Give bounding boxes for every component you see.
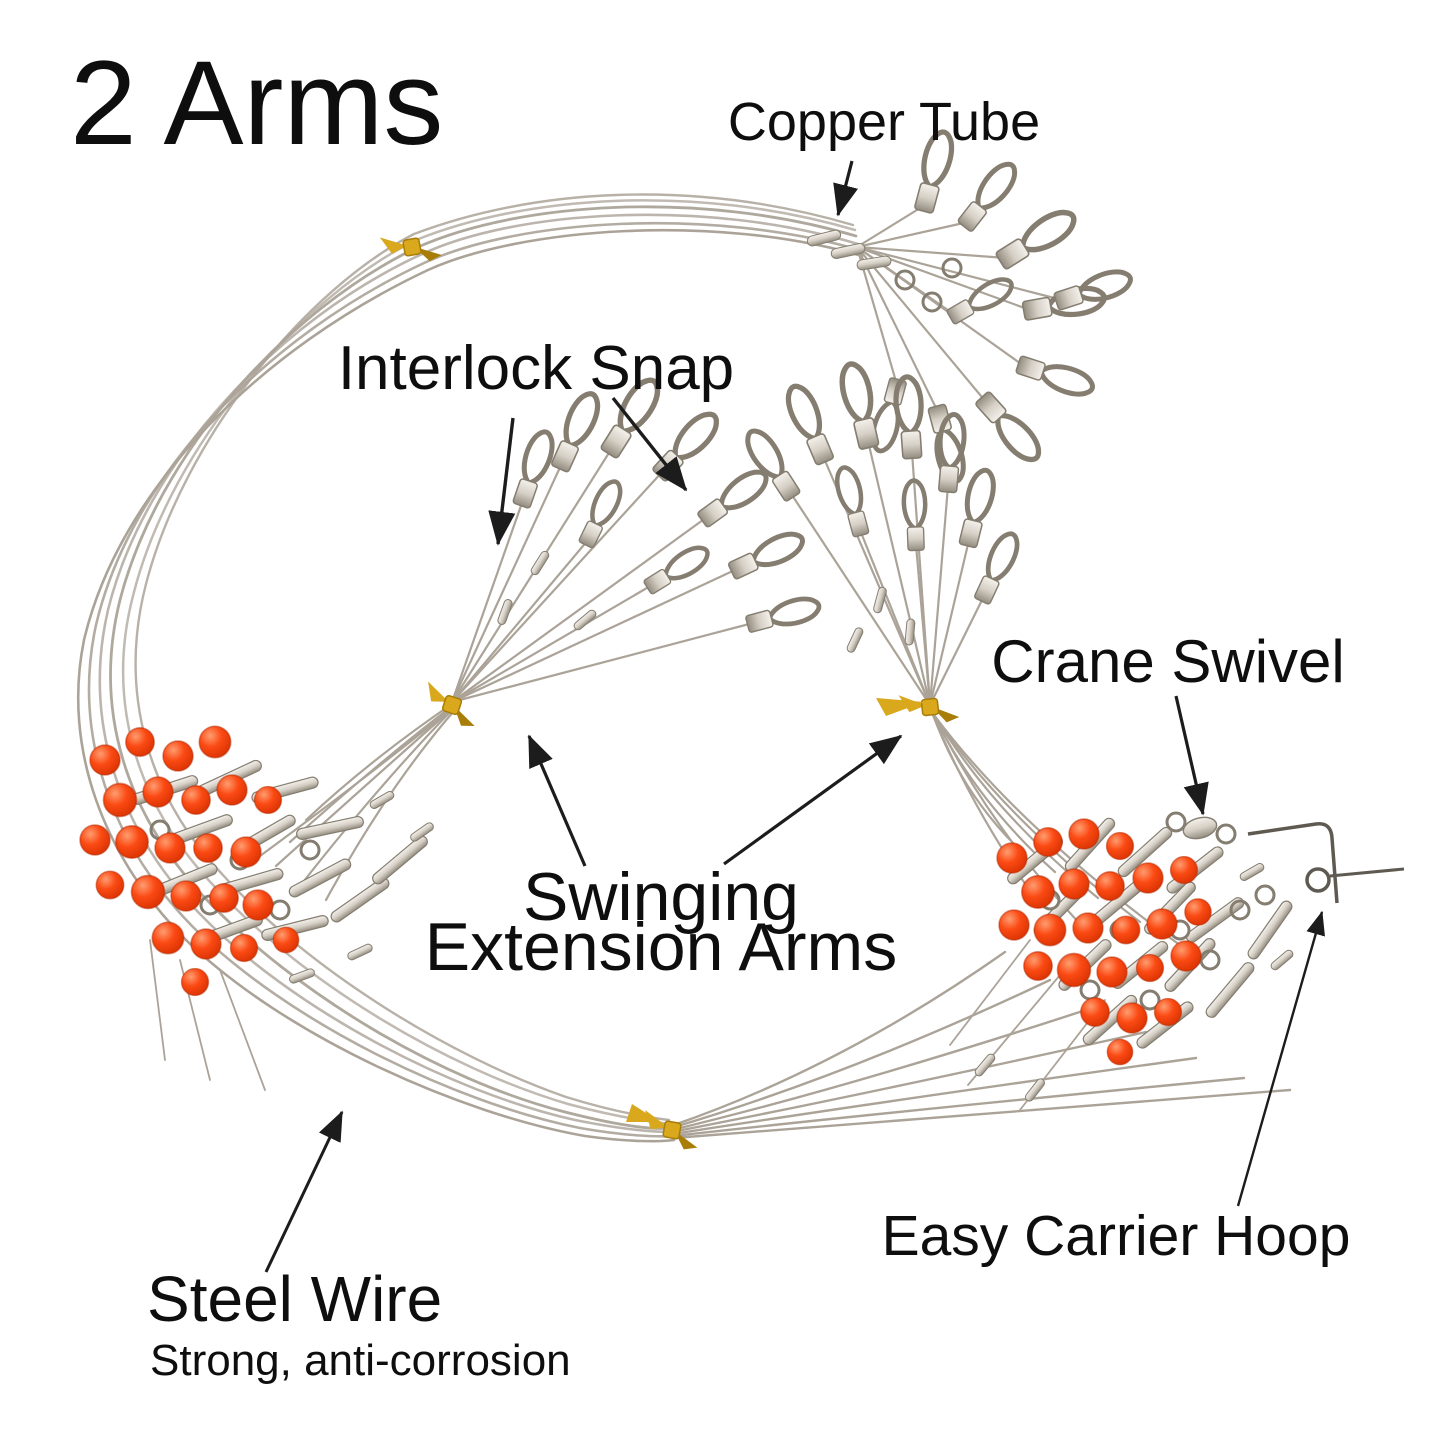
swinging-arms-arrow-left xyxy=(527,734,587,867)
interlock-snap-arrow-left xyxy=(488,417,516,546)
label-crane-swivel: Crane Swivel xyxy=(991,628,1345,695)
copper-tube-snap-cluster xyxy=(806,129,1134,484)
copper-tubes xyxy=(806,229,892,271)
page-title: 2 Arms xyxy=(70,36,444,170)
copper-tube-arrow xyxy=(833,160,859,217)
label-easy-carrier-hoop: Easy Carrier Hoop xyxy=(881,1204,1351,1268)
interlock-snap-arrow-right xyxy=(611,396,688,492)
easy-carrier-hoop-arrow xyxy=(1236,910,1325,1207)
right-bead-swivel-cluster xyxy=(949,811,1405,1111)
interlock-snap-cluster-right xyxy=(741,361,1186,950)
label-steel-wire: Steel Wire xyxy=(147,1263,443,1335)
swinging-arms-arrow-right xyxy=(723,734,903,866)
label-swinging-extension-arms: Swinging Extension Arms xyxy=(424,859,898,985)
crane-swivel-arrow xyxy=(1174,695,1209,816)
left-bead-swivel-cluster xyxy=(79,725,436,1091)
easy-carrier-hoop xyxy=(1247,822,1405,904)
steel-wire-arrow xyxy=(264,1110,344,1273)
wire-fan-bottom-right xyxy=(669,950,1292,1140)
gold-tie-ribbon-bottom xyxy=(626,1104,660,1122)
label-swinging-line2: Extension Arms xyxy=(424,909,898,985)
crane-swivel-barrel xyxy=(1165,811,1237,845)
label-copper-tube: Copper Tube xyxy=(727,92,1041,152)
gold-tie-ribbon xyxy=(876,698,924,716)
label-steel-wire-subtitle: Strong, anti-corrosion xyxy=(150,1336,571,1385)
label-interlock-snap: Interlock Snap xyxy=(337,334,735,403)
interlock-snap-cluster-left xyxy=(258,374,822,902)
label-swinging-line1: Swinging xyxy=(523,859,799,935)
wire-bundle-to-left-cluster xyxy=(258,702,455,902)
steel-wire-loop xyxy=(76,193,864,1143)
